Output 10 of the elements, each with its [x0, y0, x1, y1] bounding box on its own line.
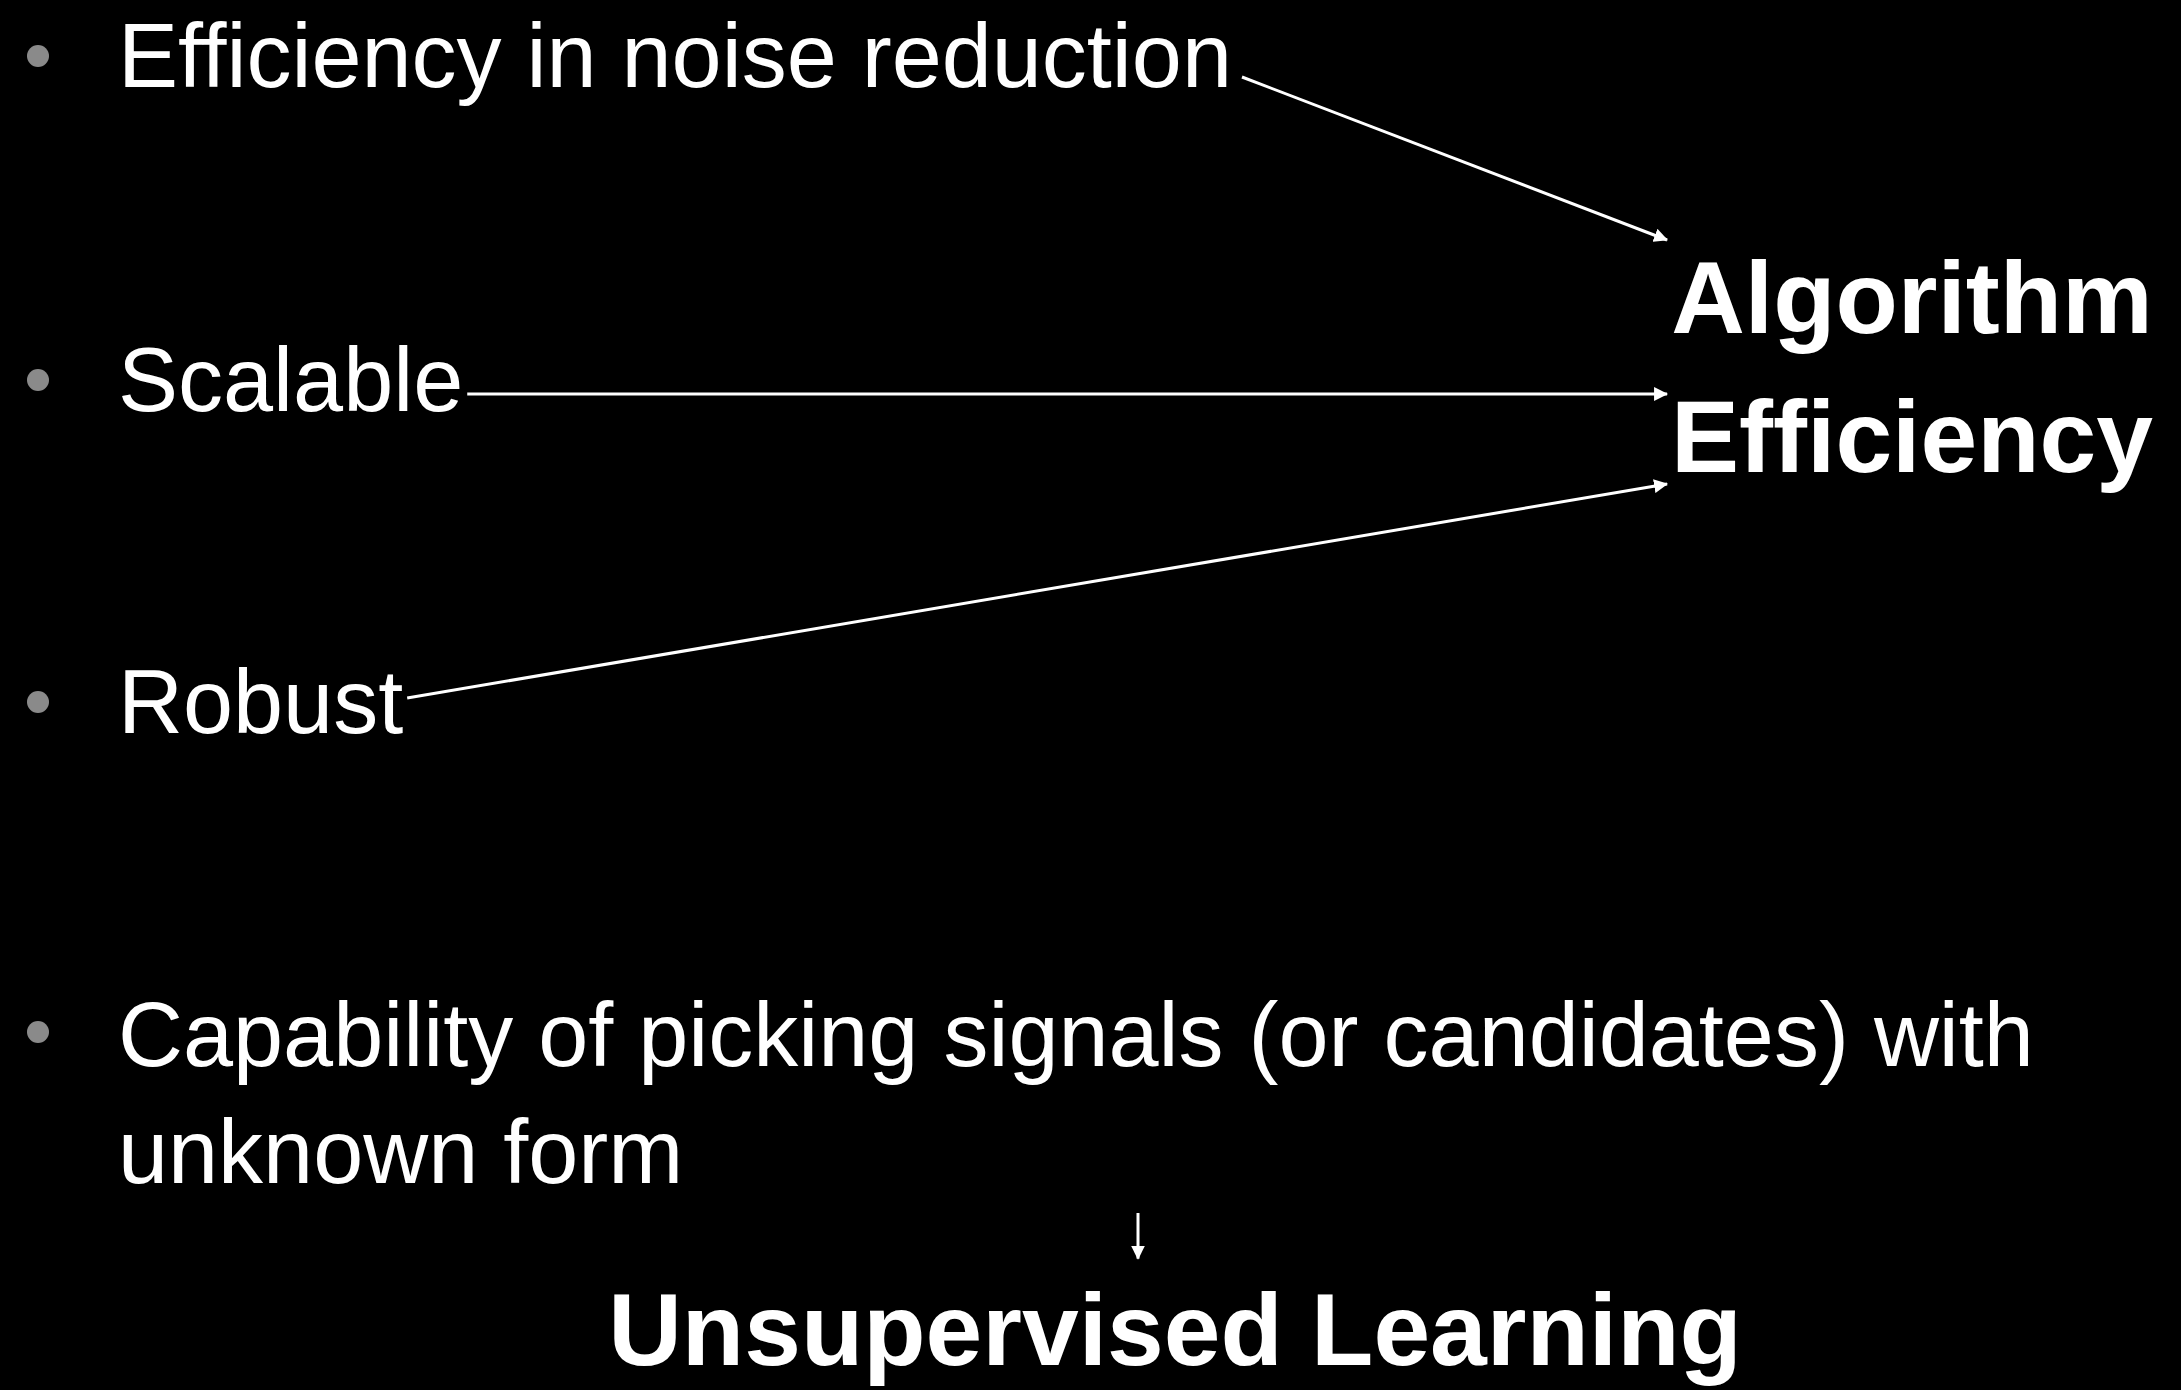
conclusion-text: Unsupervised Learning [608, 1260, 1742, 1390]
arrow [406, 479, 1669, 700]
arrow [1241, 75, 1668, 242]
arrow [467, 387, 1669, 401]
bullet-text: Robust [118, 643, 404, 761]
arrow [1131, 1213, 1145, 1260]
bullet-text: Efficiency in noise reduction [118, 0, 1232, 115]
bullet-text: Scalable [118, 321, 464, 439]
conclusion-text: Algorithm Efficiency [1671, 229, 2153, 507]
bullet-text: Capability of picking signals (or candidates) with unknown form [118, 977, 2168, 1211]
